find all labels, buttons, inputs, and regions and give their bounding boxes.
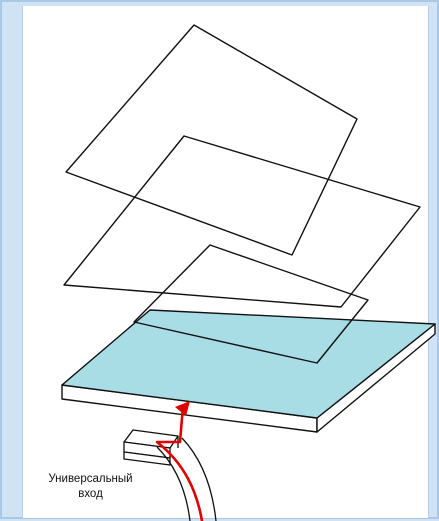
- layer-middle: [63, 135, 421, 308]
- connector-tab: [123, 429, 179, 466]
- layer-bottom: [133, 244, 369, 364]
- cable: [156, 437, 217, 521]
- layer-top: [65, 24, 358, 256]
- caption-line-1: Универсальный: [48, 473, 133, 485]
- input-caption: Универсальный вход: [28, 472, 153, 502]
- base-top-face: [61, 309, 436, 419]
- figure-canvas: [22, 6, 429, 518]
- arrow-up-right-icon: [155, 401, 204, 521]
- caption-line-2: вход: [78, 488, 103, 500]
